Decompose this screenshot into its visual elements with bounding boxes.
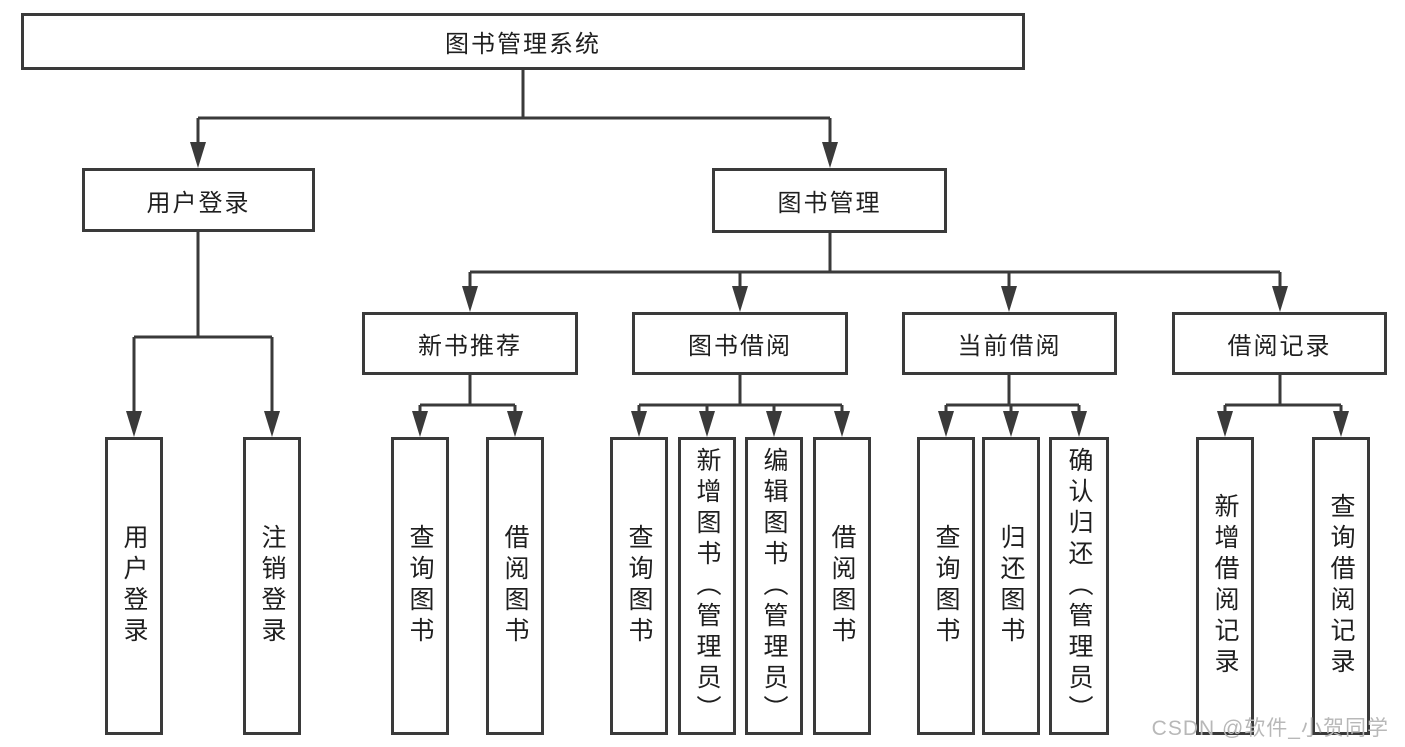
- leaf-borrowing-edit-books-admin: 编辑图书（管理员）: [745, 437, 803, 735]
- node-new-book-recommendation: 新书推荐: [362, 312, 578, 375]
- leaf-recommend-borrow-books: 借阅图书: [486, 437, 544, 735]
- node-root-library-system: 图书管理系统: [21, 13, 1025, 70]
- leaf-user-login: 用户登录: [105, 437, 163, 735]
- leaf-borrowing-add-books-admin: 新增图书（管理员）: [678, 437, 736, 735]
- node-current-borrowing: 当前借阅: [902, 312, 1117, 375]
- leaf-borrowing-query-books: 查询图书: [610, 437, 668, 735]
- node-borrowing-records: 借阅记录: [1172, 312, 1387, 375]
- leaf-current-query-books: 查询图书: [917, 437, 975, 735]
- node-user-login: 用户登录: [82, 168, 315, 232]
- leaf-logout: 注销登录: [243, 437, 301, 735]
- leaf-records-add-record: 新增借阅记录: [1196, 437, 1254, 735]
- node-book-borrowing: 图书借阅: [632, 312, 848, 375]
- leaf-current-confirm-return-admin: 确认归还（管理员）: [1049, 437, 1109, 735]
- leaf-current-return-books: 归还图书: [982, 437, 1040, 735]
- leaf-borrowing-borrow-books: 借阅图书: [813, 437, 871, 735]
- csdn-watermark: CSDN @软件_小贺同学: [1151, 717, 1389, 740]
- node-book-management: 图书管理: [712, 168, 947, 233]
- leaf-records-query-record: 查询借阅记录: [1312, 437, 1370, 735]
- leaf-recommend-query-books: 查询图书: [391, 437, 449, 735]
